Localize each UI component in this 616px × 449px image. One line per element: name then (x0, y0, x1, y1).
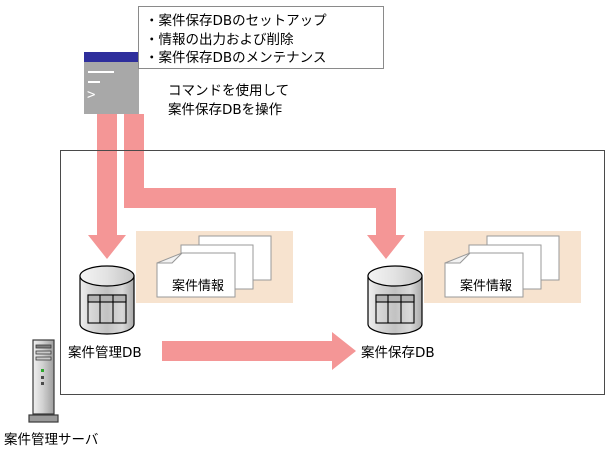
database-left-label: 案件管理DB (68, 345, 142, 361)
command-caption-line-1: 案件保存DBを操作 (168, 102, 283, 118)
database-icon-left (79, 265, 135, 335)
database-icon-right (367, 265, 423, 335)
database-right-label: 案件保存DB (361, 345, 435, 361)
callout-item-1: ・情報の出力および削除 (145, 31, 294, 48)
document-stack-right (444, 235, 560, 298)
terminal-text-line-2 (88, 81, 100, 83)
command-caption: コマンドを使用して 案件保存DBを操作 (168, 82, 358, 120)
callout-item-2: ・案件保存DBのメンテナンス (145, 50, 327, 66)
document-stack-left (156, 235, 272, 298)
system-boundary-frame (60, 150, 605, 395)
info-panel-left-label: 案件情報 (172, 279, 225, 294)
terminal-prompt: > (87, 87, 96, 103)
callout-item-0: ・案件保存DBのセットアップ (145, 13, 327, 29)
terminal-window[interactable]: > (84, 52, 139, 114)
terminal-titlebar (84, 52, 139, 62)
command-caption-line-0: コマンドを使用して (168, 83, 290, 99)
callout-box: ・案件保存DBのセットアップ ・情報の出力および削除 ・案件保存DBのメンテナン… (138, 6, 384, 69)
terminal-text-line-1 (88, 71, 114, 73)
terminal-body: > (84, 62, 139, 114)
server-label: 案件管理サーバ (4, 432, 99, 448)
info-panel-right-label: 案件情報 (460, 279, 513, 294)
server-tower-icon (28, 339, 59, 423)
